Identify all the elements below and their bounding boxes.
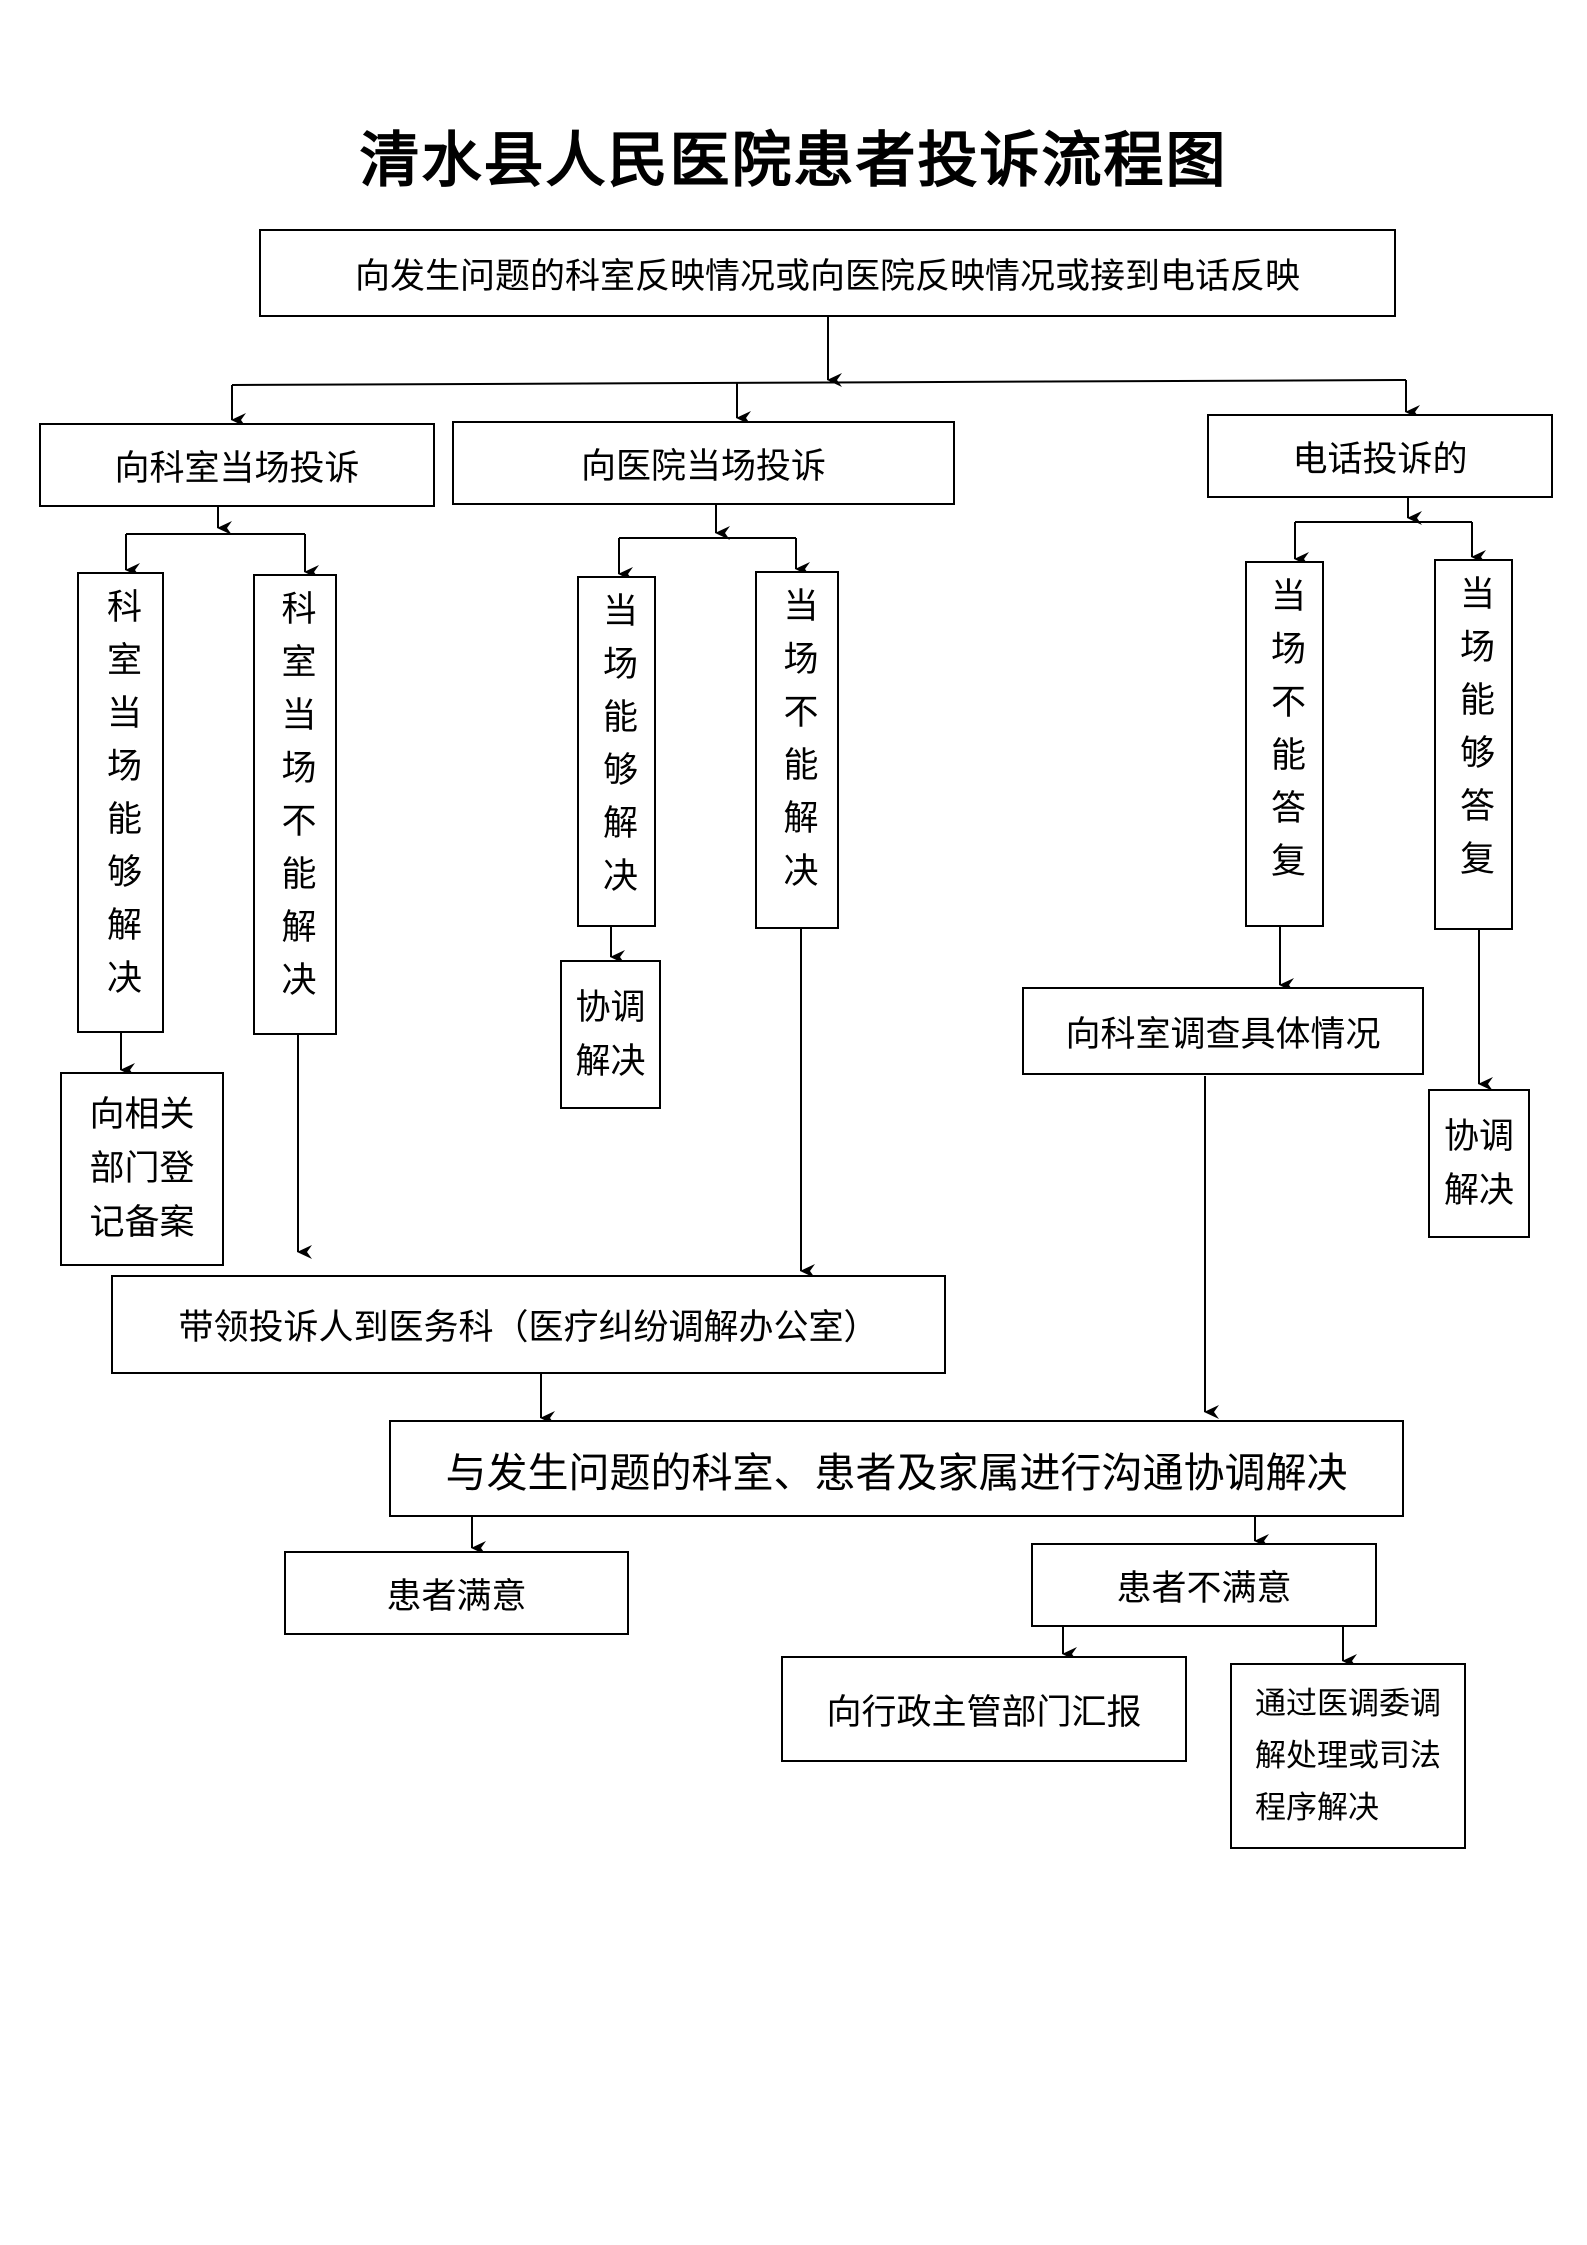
coordinate-node-1: 协调 解决 bbox=[560, 960, 661, 1109]
satisfied-node: 患者满意 bbox=[284, 1551, 629, 1635]
hospital-complaint-node: 向医院当场投诉 bbox=[452, 421, 955, 505]
page-title: 清水县人民医院患者投诉流程图 bbox=[359, 126, 1228, 196]
dept-can-solve-node: 科室当场能够解决 bbox=[77, 572, 164, 1033]
investigate-node: 向科室调查具体情况 bbox=[1022, 987, 1424, 1075]
legal-node: 通过医调委调 解处理或司法 程序解决 bbox=[1230, 1663, 1466, 1849]
dept-complaint-node: 向科室当场投诉 bbox=[39, 423, 435, 507]
dept-cannot-solve-node: 科室当场不能解决 bbox=[253, 574, 337, 1035]
lead-office-node: 带领投诉人到医务科（医疗纠纷调解办公室） bbox=[111, 1275, 946, 1374]
phone-can-answer-node: 当场能够答复 bbox=[1434, 559, 1513, 930]
coordinate-node-2: 协调 解决 bbox=[1428, 1089, 1530, 1238]
hosp-cannot-solve-node: 当场不能解决 bbox=[755, 571, 839, 929]
split-line-top bbox=[231, 379, 1407, 386]
phone-cannot-answer-node: 当场不能答复 bbox=[1245, 561, 1324, 927]
report-admin-node: 向行政主管部门汇报 bbox=[781, 1656, 1187, 1762]
register-node: 向相关 部门登 记备案 bbox=[60, 1072, 224, 1266]
phone-complaint-node: 电话投诉的 bbox=[1207, 414, 1553, 498]
hosp-can-solve-node: 当场能够解决 bbox=[577, 576, 656, 927]
not-satisfied-node: 患者不满意 bbox=[1031, 1543, 1377, 1627]
communicate-node: 与发生问题的科室、患者及家属进行沟通协调解决 bbox=[389, 1420, 1404, 1517]
start-node: 向发生问题的科室反映情况或向医院反映情况或接到电话反映 bbox=[259, 229, 1396, 317]
